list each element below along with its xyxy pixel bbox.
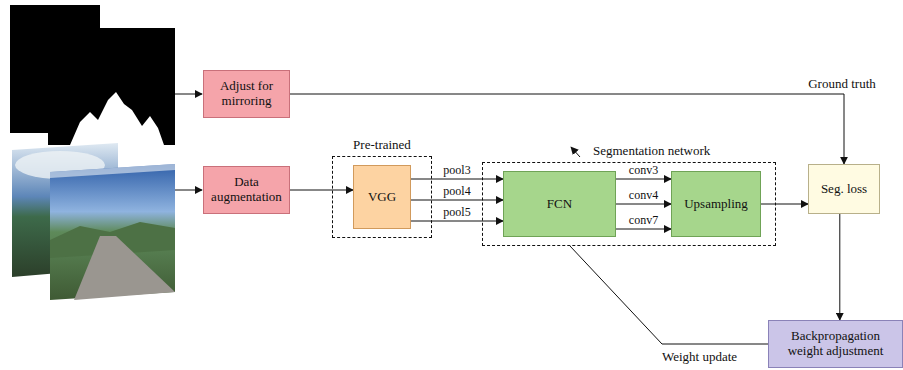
connector-arrow <box>290 190 353 191</box>
edge-label: conv3 <box>629 164 658 177</box>
edge-label: Ground truth <box>808 77 876 91</box>
edge-label: pool4 <box>443 185 470 198</box>
connector-arrow <box>290 94 844 164</box>
edge-label: conv7 <box>629 214 658 227</box>
edge-label: pool3 <box>443 164 470 177</box>
connector-arrow <box>411 200 503 201</box>
connector-arrow <box>616 204 671 205</box>
network-box: Upsampling <box>671 171 761 237</box>
connector-arrow <box>411 179 503 180</box>
connector-arrow <box>616 229 671 230</box>
box-label: Backpropagation weight adjustment <box>773 329 898 359</box>
edge-label: conv4 <box>629 189 658 202</box>
edge-label: Weight update <box>662 350 737 364</box>
box-label: Upsampling <box>684 197 748 212</box>
group-box: Pre-trainedVGG <box>332 156 432 238</box>
connector-arrow <box>839 214 840 320</box>
connector-arrow <box>761 204 808 205</box>
network-box: FCN <box>503 171 616 237</box>
loss-box: Seg. loss <box>808 164 880 214</box>
box-label: Adjust for mirroring <box>208 79 285 109</box>
box-label: VGG <box>368 190 396 205</box>
group-heading: Pre-trained <box>333 137 431 153</box>
photo-image <box>50 164 175 300</box>
image-arrow <box>175 190 202 191</box>
box-label: Data augmentation <box>208 175 285 205</box>
connector-arrow <box>411 221 503 222</box>
process-box: Backpropagation weight adjustment <box>768 320 903 368</box>
box-label: FCN <box>547 197 572 212</box>
box-label: Seg. loss <box>821 182 867 197</box>
group-heading: Segmentation network <box>593 143 710 159</box>
process-box: Adjust for mirroring <box>203 70 290 118</box>
network-box: VGG <box>353 165 411 229</box>
process-box: Data augmentation <box>203 166 290 214</box>
mask-image <box>48 28 175 145</box>
edge-label: pool5 <box>443 206 470 219</box>
image-arrow <box>175 94 202 95</box>
connector-arrow <box>616 179 671 180</box>
